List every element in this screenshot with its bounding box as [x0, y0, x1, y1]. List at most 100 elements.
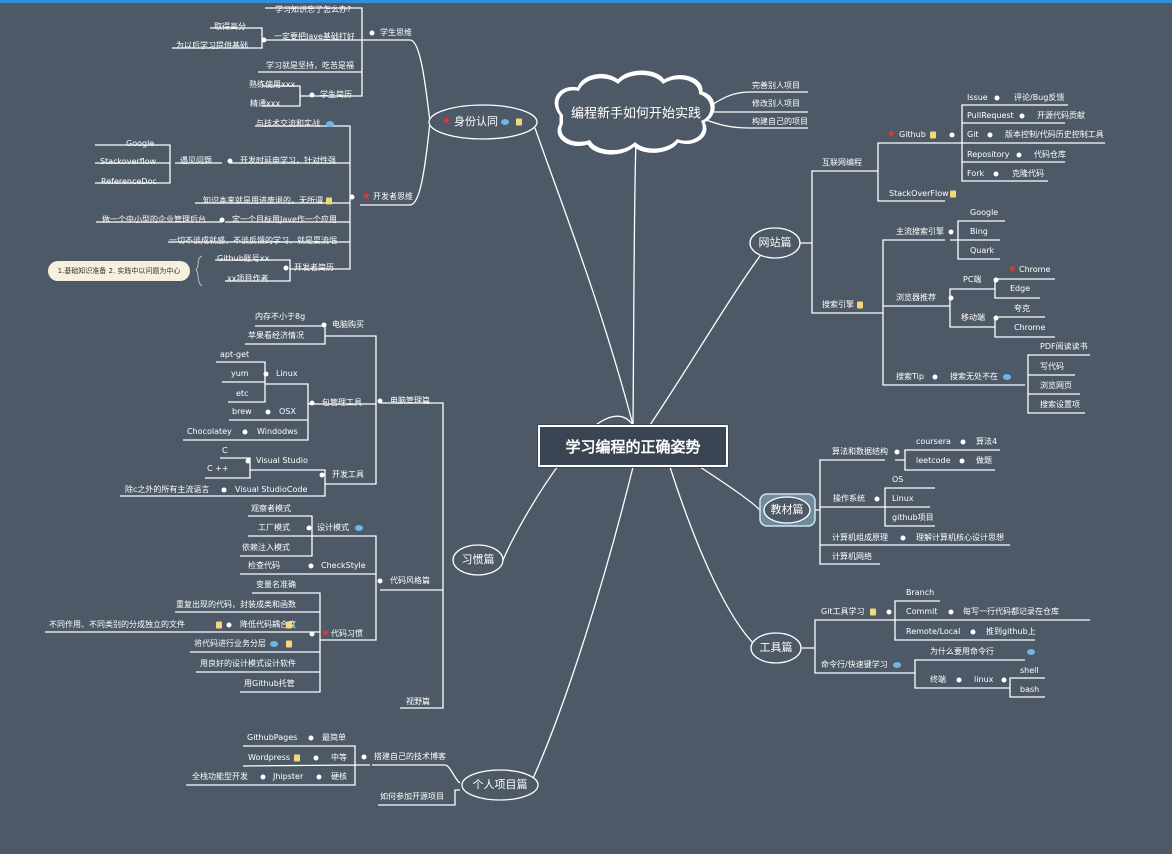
collapse-dot[interactable]	[219, 217, 225, 223]
git-value[interactable]: 每写一行代码都记录在仓库	[963, 607, 1059, 616]
github-key[interactable]: Git	[967, 130, 979, 139]
collapse-dot[interactable]	[263, 371, 269, 377]
github-node[interactable]: Github	[899, 130, 926, 139]
devtools-node[interactable]: 开发工具	[332, 470, 364, 479]
cloud-topic[interactable]: 编程新手如何开始实践	[570, 106, 702, 122]
pkg-linux-item[interactable]: etc	[236, 389, 249, 398]
collapse-dot[interactable]	[1001, 677, 1007, 683]
problems-node[interactable]: 遇见问题	[180, 156, 212, 165]
collapse-dot[interactable]	[970, 629, 976, 635]
devtools-vsc-item[interactable]: 除c之外的所有主流语言	[125, 485, 210, 494]
internet-node[interactable]: 互联网编程	[822, 158, 862, 167]
github-value[interactable]: 评论/Bug反馈	[1014, 93, 1065, 102]
collapse-dot[interactable]	[949, 132, 955, 138]
collapse-dot[interactable]	[932, 374, 938, 380]
cli-node[interactable]: 命令行/快速键学习	[821, 660, 888, 669]
arch-node[interactable]: 计算机组成原理	[832, 533, 888, 542]
github-value[interactable]: 版本控制/代码历史控制工具	[1005, 130, 1104, 139]
habit-item[interactable]: 用良好的设计模式设计软件	[200, 659, 296, 668]
algo-value[interactable]: 算法4	[976, 437, 998, 446]
os-item[interactable]: Linux	[892, 494, 914, 503]
collapse-dot[interactable]	[993, 277, 999, 283]
collapse-dot[interactable]	[226, 622, 232, 628]
design-item[interactable]: 工厂模式	[258, 523, 290, 532]
resume-sub-item[interactable]: 精通xxx	[250, 99, 281, 108]
purchase-item[interactable]: 内存不小于8g	[255, 312, 306, 321]
algo-value[interactable]: 做题	[976, 456, 992, 465]
dev-item[interactable]: 一切不谈成就感，不谈反馈的学习，就是耍流氓	[169, 236, 337, 245]
algo-node[interactable]: 算法和数据结构	[832, 447, 888, 456]
collapse-dot[interactable]	[221, 487, 227, 493]
note-icon[interactable]	[516, 118, 522, 126]
pkg-win[interactable]: Windodws	[257, 427, 298, 436]
collapse-dot[interactable]	[265, 409, 271, 415]
collapse-dot[interactable]	[993, 171, 999, 177]
dev-item[interactable]: 定一个目标用Jave作一个应用	[232, 215, 337, 224]
github-key[interactable]: PullRequest	[967, 111, 1014, 120]
collapse-dot[interactable]	[948, 609, 954, 615]
blog-level[interactable]: 最简单	[322, 733, 346, 742]
main-engines-node[interactable]: 主流搜索引擎	[896, 227, 944, 236]
jave-sub-item[interactable]: 为以后学习提供基础	[176, 41, 248, 50]
collapse-dot[interactable]	[309, 631, 315, 637]
branch-personal[interactable]: 个人项目篇	[472, 778, 528, 791]
collapse-dot[interactable]	[309, 92, 315, 98]
collapse-dot[interactable]	[245, 458, 251, 464]
collapse-dot[interactable]	[321, 322, 327, 328]
browser-node[interactable]: 浏览器推荐	[896, 293, 936, 302]
engine-item[interactable]: Google	[970, 208, 999, 217]
engine-item[interactable]: Quark	[970, 246, 995, 255]
comment-icon[interactable]	[270, 641, 278, 647]
stackoverflow-node[interactable]: StackOverFlow	[889, 189, 949, 198]
comment-icon[interactable]	[501, 119, 509, 125]
browser-item[interactable]: Chrome	[1019, 265, 1051, 274]
collapse-dot[interactable]	[894, 449, 900, 455]
os-item[interactable]: github项目	[892, 513, 934, 522]
checkstyle-node[interactable]: CheckStyle	[321, 561, 366, 570]
devtools-vs-item[interactable]: C ++	[207, 464, 229, 473]
cli-why[interactable]: 为什么要用命令行	[930, 647, 994, 656]
comment-icon[interactable]	[326, 121, 334, 127]
collapse-dot[interactable]	[242, 429, 248, 435]
branch-tools[interactable]: 工具篇	[759, 641, 793, 654]
decouple-item[interactable]: 不同作用、不同类别的分成独立的文件	[49, 620, 185, 629]
search-engine-node[interactable]: 搜索引擎	[822, 300, 854, 309]
note-icon[interactable]	[930, 131, 936, 139]
pkg-osx[interactable]: OSX	[279, 407, 296, 416]
env-node[interactable]: 电脑管理篇	[390, 396, 430, 405]
git-key[interactable]: Remote/Local	[906, 627, 961, 636]
tip-item[interactable]: 写代码	[1040, 362, 1064, 371]
collapse-dot[interactable]	[309, 400, 315, 406]
student-item[interactable]: 学习知识忘了怎么办?	[275, 5, 352, 14]
cloud-item[interactable]: 构建自己的项目	[752, 117, 808, 126]
note-icon[interactable]	[294, 754, 300, 762]
collapse-dot[interactable]	[956, 677, 962, 683]
comment-icon[interactable]	[355, 525, 363, 531]
github-key[interactable]: Repository	[967, 150, 1010, 159]
central-topic[interactable]: 学习编程的正确姿势	[538, 425, 728, 467]
blog-tool[interactable]: Wordpress	[248, 753, 291, 762]
github-value[interactable]: 克隆代码	[1012, 169, 1044, 178]
collapse-dot[interactable]	[900, 535, 906, 541]
student-item[interactable]: 一定要把Jave基础打好	[274, 32, 355, 41]
browser-item[interactable]: 夸克	[1014, 304, 1030, 313]
tip-item[interactable]: 浏览网页	[1040, 381, 1072, 390]
view-node[interactable]: 视野篇	[406, 697, 430, 706]
pkg-linux-item[interactable]: yum	[231, 369, 249, 378]
dev-resume-item[interactable]: xx项目作者	[227, 274, 269, 283]
collapse-dot[interactable]	[308, 563, 314, 569]
github-value[interactable]: 开源代码贡献	[1037, 111, 1085, 120]
collapse-dot[interactable]	[1016, 152, 1022, 158]
tip-node[interactable]: 搜索Tip	[896, 372, 924, 381]
jave-sub-item[interactable]: 取得高分	[214, 22, 246, 31]
devtools-vs[interactable]: Visual Studio	[256, 456, 308, 465]
project-goal[interactable]: 做一个中小型的企业管理后台	[102, 215, 206, 224]
arch-item[interactable]: 理解计算机核心设计思想	[916, 533, 1004, 542]
search-item[interactable]: Google	[126, 139, 155, 148]
collapse-dot[interactable]	[960, 439, 966, 445]
branch-habits[interactable]: 习惯篇	[461, 553, 495, 566]
algo-key[interactable]: coursera	[916, 437, 951, 446]
terminal-node[interactable]: 终端	[930, 675, 946, 684]
oss-node[interactable]: 如何参加开源项目	[380, 792, 444, 801]
tip-item[interactable]: PDF阅读读书	[1040, 342, 1088, 351]
